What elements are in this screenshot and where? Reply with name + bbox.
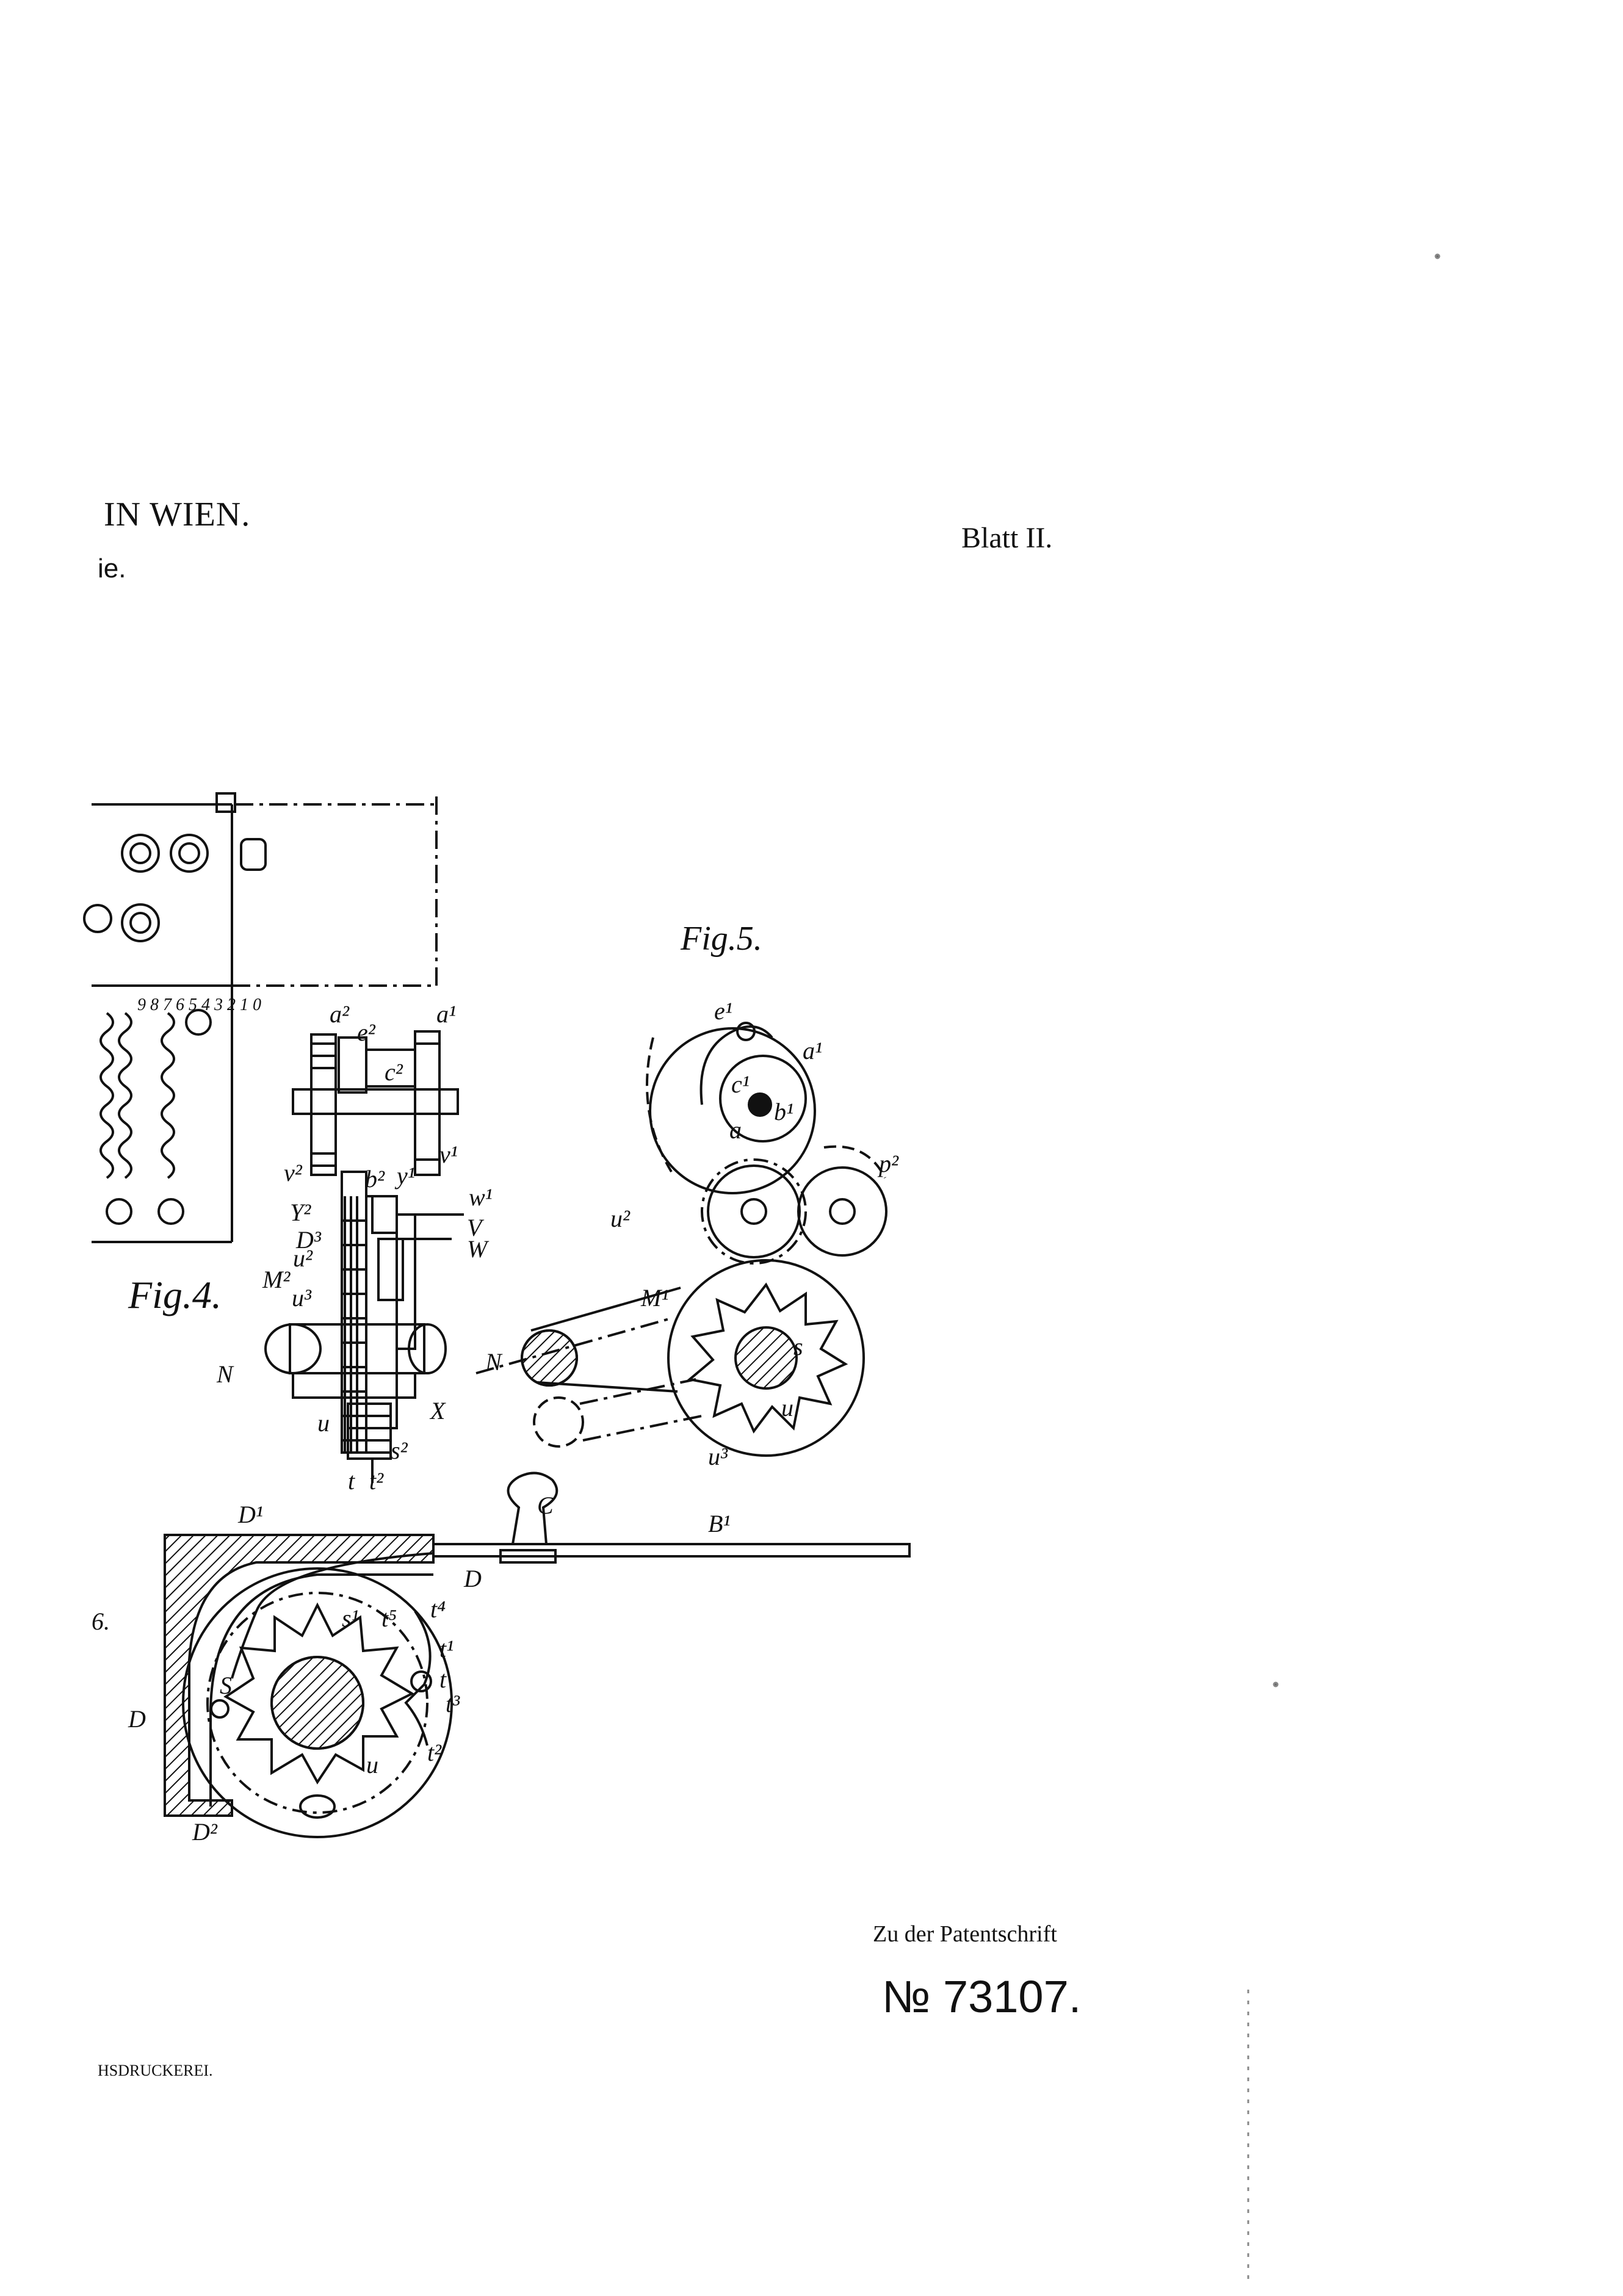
fig4-caption: Fig.4. bbox=[128, 1273, 222, 1316]
svg-text:D²: D² bbox=[192, 1818, 218, 1846]
svg-text:M²: M² bbox=[262, 1266, 291, 1293]
fig4-section bbox=[264, 1030, 464, 1483]
svg-text:u: u bbox=[781, 1394, 793, 1421]
header-city: IN WIEN. bbox=[104, 496, 251, 533]
svg-text:s¹: s¹ bbox=[342, 1605, 359, 1632]
machine-panel bbox=[83, 792, 439, 1243]
svg-text:u³: u³ bbox=[292, 1284, 312, 1312]
svg-text:c²: c² bbox=[385, 1058, 403, 1086]
svg-text:u²: u² bbox=[293, 1244, 313, 1272]
svg-text:6.: 6. bbox=[92, 1608, 110, 1635]
scan-marks bbox=[1247, 253, 1440, 2283]
svg-text:v¹: v¹ bbox=[439, 1141, 458, 1168]
svg-text:W: W bbox=[467, 1235, 490, 1263]
svg-text:u²: u² bbox=[610, 1205, 631, 1232]
svg-text:S: S bbox=[220, 1672, 232, 1699]
svg-text:t: t bbox=[439, 1666, 447, 1693]
svg-text:V: V bbox=[467, 1214, 485, 1241]
svg-text:y¹: y¹ bbox=[394, 1162, 415, 1190]
svg-text:u³: u³ bbox=[708, 1443, 728, 1470]
svg-text:a²: a² bbox=[330, 1000, 350, 1028]
fig4-labels: a² e² a¹ c² b² v² v¹ y¹ w¹ Y² D³ V u² M²… bbox=[216, 1000, 493, 1495]
fig5-caption: Fig.5. bbox=[681, 920, 762, 958]
svg-text:a¹: a¹ bbox=[436, 1000, 456, 1028]
svg-text:s²: s² bbox=[391, 1437, 408, 1464]
svg-text:C: C bbox=[537, 1492, 554, 1519]
patent-number: № 73107. bbox=[882, 1971, 1082, 2022]
svg-text:D: D bbox=[463, 1565, 482, 1592]
svg-text:N: N bbox=[485, 1348, 503, 1376]
svg-text:b¹: b¹ bbox=[774, 1098, 793, 1125]
svg-text:D: D bbox=[128, 1705, 146, 1733]
svg-text:v²: v² bbox=[284, 1159, 303, 1186]
reference-label: Zu der Patentschrift bbox=[873, 1921, 1057, 1947]
svg-text:Y²: Y² bbox=[290, 1199, 311, 1226]
svg-text:t⁵: t⁵ bbox=[381, 1605, 397, 1632]
svg-text:X: X bbox=[429, 1397, 446, 1424]
svg-text:b²: b² bbox=[365, 1165, 385, 1193]
svg-text:e²: e² bbox=[357, 1019, 376, 1046]
header-fragment: ie. bbox=[98, 554, 126, 583]
svg-text:e¹: e¹ bbox=[714, 997, 732, 1025]
svg-text:c¹: c¹ bbox=[731, 1070, 750, 1098]
svg-text:N: N bbox=[216, 1360, 234, 1388]
svg-text:u: u bbox=[366, 1751, 378, 1778]
svg-text:a: a bbox=[729, 1116, 742, 1144]
svg-text:t²: t² bbox=[427, 1739, 442, 1766]
printer-mark: HSDRUCKEREI. bbox=[98, 2062, 213, 2079]
svg-text:M¹: M¹ bbox=[640, 1284, 668, 1312]
svg-text:9 8 7 6 5 4 3 2 1 0: 9 8 7 6 5 4 3 2 1 0 bbox=[137, 995, 261, 1014]
panel-labels: 9 8 7 6 5 4 3 2 1 0 bbox=[137, 995, 261, 1014]
svg-text:u: u bbox=[317, 1409, 330, 1437]
svg-text:t⁴: t⁴ bbox=[430, 1595, 446, 1623]
svg-text:t¹: t¹ bbox=[439, 1635, 454, 1662]
svg-text:D³: D³ bbox=[295, 1226, 322, 1254]
svg-text:t²: t² bbox=[369, 1467, 384, 1495]
svg-text:t³: t³ bbox=[446, 1690, 460, 1717]
svg-text:D¹: D¹ bbox=[237, 1501, 263, 1528]
svg-text:t: t bbox=[348, 1467, 355, 1495]
fig6-labels: C D¹ B¹ D 6. s¹ t⁵ t⁴ t¹ t t³ S D u t² D… bbox=[92, 1492, 730, 1846]
fig5-labels: e¹ a¹ c¹ b¹ a p² u² M¹ N s u u³ bbox=[485, 997, 899, 1470]
fig5-gears bbox=[475, 1022, 887, 1457]
svg-text:B¹: B¹ bbox=[708, 1510, 730, 1537]
svg-text:w¹: w¹ bbox=[469, 1183, 493, 1211]
svg-text:p²: p² bbox=[877, 1150, 899, 1177]
sheet-label: Blatt II. bbox=[961, 522, 1053, 554]
svg-text:s: s bbox=[793, 1333, 803, 1360]
svg-text:a¹: a¹ bbox=[803, 1037, 822, 1064]
fig6-assembly bbox=[164, 1471, 911, 1838]
